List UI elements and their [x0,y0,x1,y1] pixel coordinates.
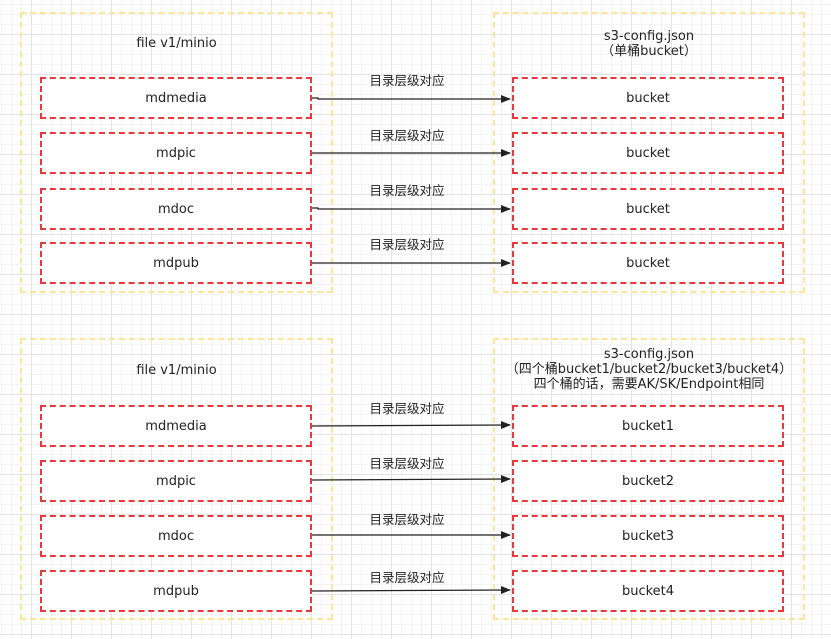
arrow-mdmedia-to-bucket [312,95,511,103]
source-box-mdpub[interactable]: mdpub [40,570,312,612]
arrow-mdoc-to-bucket [312,205,511,213]
source-box-mdoc[interactable]: mdoc [40,515,312,557]
target-box-bucket2[interactable]: bucket2 [512,460,784,502]
connector-label: 目录层级对应 [369,237,445,252]
source-box-mdpic[interactable]: mdpic [40,132,312,174]
source-group-2-title: file v1/minio [136,363,217,378]
target-group-1-title-line2: （单桶bucket） [601,44,697,59]
connector-label: 目录层级对应 [369,512,445,527]
target-box-bucket-4[interactable]: bucket [512,242,784,284]
target-box-bucket-2[interactable]: bucket [512,132,784,174]
arrow-mdpic-to-bucket2 [311,475,511,484]
target-group-1-title: s3-config.json （单桶bucket） [493,29,805,59]
connector-label: 目录层级对应 [369,570,445,585]
source-box-mdmedia[interactable]: mdmedia [40,405,312,447]
connector-label: 目录层级对应 [369,128,445,143]
source-group-2 [20,338,333,620]
target-group-2-title-line2: （四个桶bucket1/bucket2/bucket3/bucket4） [505,362,793,377]
arrow-mdpub-to-bucket4 [311,586,511,595]
target-group-2-title-line3: 四个桶的话，需要AK/SK/Endpoint相同 [533,377,765,392]
target-group-2-title-line1: s3-config.json [603,347,695,362]
connector-label: 目录层级对应 [369,73,445,88]
connector-label: 目录层级对应 [369,401,445,416]
arrow-mdmedia-to-bucket1 [311,421,511,430]
connector-label: 目录层级对应 [369,183,445,198]
target-box-bucket-3[interactable]: bucket [512,188,784,230]
connector-label: 目录层级对应 [369,456,445,471]
target-box-bucket-1[interactable]: bucket [512,77,784,119]
source-box-mdpic[interactable]: mdpic [40,460,312,502]
source-group-1-title: file v1/minio [136,36,217,51]
source-box-mdpub[interactable]: mdpub [40,242,312,284]
source-box-mdoc[interactable]: mdoc [40,188,312,230]
source-box-mdmedia[interactable]: mdmedia [40,77,312,119]
target-group-2-title: s3-config.json （四个桶bucket1/bucket2/bucke… [493,347,805,392]
target-box-bucket3[interactable]: bucket3 [512,515,784,557]
target-box-bucket1[interactable]: bucket1 [512,405,784,447]
target-group-1-title-line1: s3-config.json [603,29,695,44]
target-box-bucket4[interactable]: bucket4 [512,570,784,612]
